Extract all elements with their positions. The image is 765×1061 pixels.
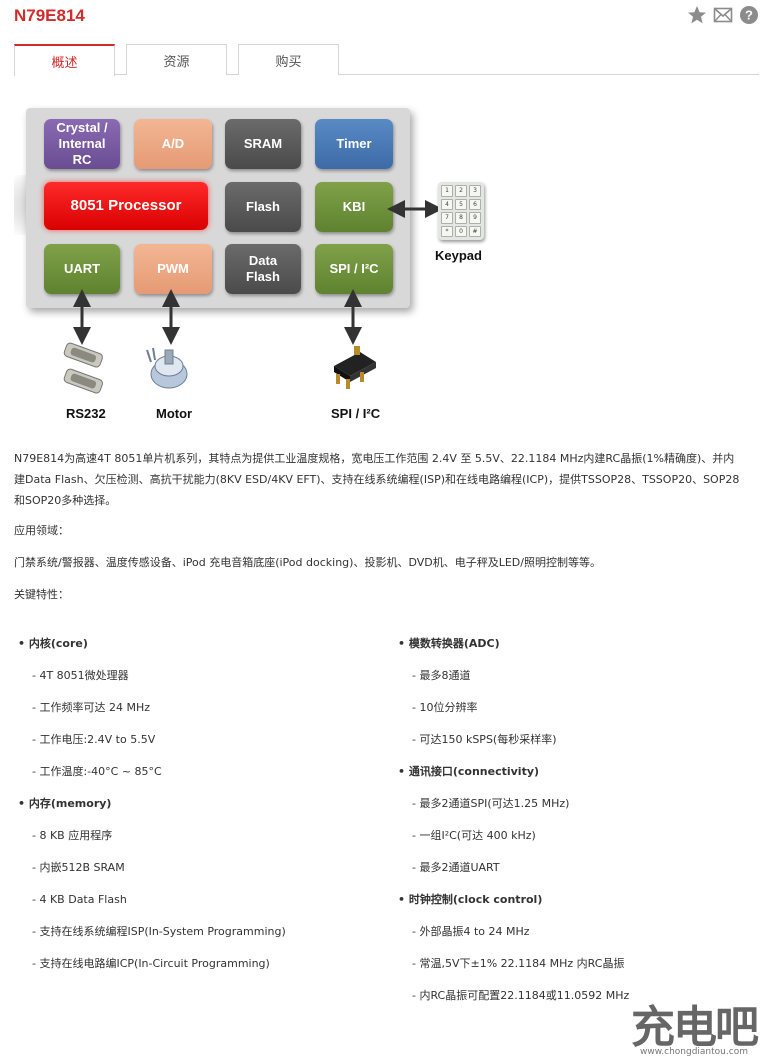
keypad-key: 5 (455, 198, 467, 210)
tab-overview[interactable]: 概述 (14, 44, 115, 76)
block-diagram: Crystal / Internal RC A/D SRAM Timer 805… (0, 100, 520, 430)
keypad-key: 4 (441, 198, 453, 210)
keypad-key: 7 (441, 212, 453, 224)
block-crystal: Crystal / Internal RC (44, 119, 120, 169)
block-pwm: PWM (134, 244, 212, 294)
feature-item: - 工作频率可达 24 MHz (32, 701, 150, 714)
block-uart: UART (44, 244, 120, 294)
feature-group-heading: • 时钟控制(clock control) (398, 893, 543, 906)
feature-item: - 一组I²C(可达 400 kHz) (412, 829, 536, 842)
feature-item: - 内嵌512B SRAM (32, 861, 125, 874)
help-icon[interactable]: ? (739, 5, 759, 25)
page-title: N79E814 (14, 6, 85, 25)
spi-i2c-label: SPI / I²C (331, 406, 381, 421)
applications-text: 门禁系统/警报器、温度传感设备、iPod 充电音箱底座(iPod docking… (14, 556, 601, 569)
feature-item: - 内RC晶振可配置22.1184或11.0592 MHz (412, 989, 630, 1002)
block-flash: Flash (225, 182, 301, 232)
feature-group-heading: • 通讯接口(connectivity) (398, 765, 540, 778)
block-timer: Timer (315, 119, 393, 169)
connector-arrows (73, 200, 443, 345)
block-kbi: KBI (315, 182, 393, 232)
tab-purchase[interactable]: 购买 (238, 44, 339, 75)
rs232-label: RS232 (66, 406, 106, 421)
feature-item: - 可达150 kSPS(每秒采样率) (412, 733, 557, 746)
page-header: N79E814 ? (0, 0, 765, 36)
feature-item: - 最多2通道SPI(可达1.25 MHz) (412, 797, 570, 810)
mail-icon[interactable] (713, 5, 733, 25)
motor-icon (146, 347, 188, 389)
feature-item: - 4 KB Data Flash (32, 893, 127, 906)
feature-item: - 工作温度:-40°C ~ 85°C (32, 765, 162, 778)
features-right-column: • 模数转换器(ADC) - 最多8通道 - 10位分辨率 - 可达150 kSPS(… (398, 631, 629, 1015)
feature-group-heading: • 内核(core) (18, 637, 88, 650)
feature-group-heading: • 内存(memory) (18, 797, 112, 810)
watermark-text: 充电吧 (631, 1003, 759, 1052)
applications-heading: 应用领域： (14, 524, 69, 537)
keypad-label: Keypad (435, 248, 482, 263)
star-icon[interactable] (687, 5, 707, 25)
product-description: N79E814为高速4T 8051单片机系列，其特点为提供工业温度规格，宽电压工… (14, 452, 740, 507)
feature-group-heading: • 模数转换器(ADC) (398, 637, 500, 650)
keypad-key: 3 (469, 185, 481, 197)
ic-chip-icon (334, 346, 376, 389)
block-ad: A/D (134, 119, 212, 169)
feature-item: - 4T 8051微处理器 (32, 669, 129, 682)
keypad-key: 2 (455, 185, 467, 197)
keypad-key: * (441, 225, 453, 237)
feature-item: - 外部晶振4 to 24 MHz (412, 925, 530, 938)
keypad-key: # (469, 225, 481, 237)
feature-item: - 10位分辨率 (412, 701, 478, 714)
keypad-key: 1 (441, 185, 453, 197)
rs232-connector-icon (63, 342, 103, 394)
watermark-url: www.chongdiantou.com (640, 1047, 748, 1057)
block-processor: 8051 Processor (44, 182, 208, 230)
tab-bar: 概述 资源 购买 (14, 44, 759, 76)
features-left-column: • 内核(core) - 4T 8051微处理器 - 工作频率可达 24 MHz - … (18, 631, 286, 983)
features-heading: 关键特性： (14, 588, 69, 601)
header-actions: ? (687, 5, 759, 25)
keypad-key: 0 (455, 225, 467, 237)
block-data-flash: Data Flash (225, 244, 301, 294)
svg-text:?: ? (745, 8, 753, 23)
feature-item: - 支持在线系统编程ISP(In-System Programming) (32, 925, 286, 938)
block-sram: SRAM (225, 119, 301, 169)
motor-label: Motor (156, 406, 193, 421)
feature-item: - 常温,5V下±1% 22.1184 MHz 内RC晶振 (412, 957, 625, 970)
feature-item: - 最多8通道 (412, 669, 471, 682)
feature-item: - 工作电压:2.4V to 5.5V (32, 733, 156, 746)
feature-item: - 8 KB 应用程序 (32, 829, 113, 842)
keypad-key: 6 (469, 198, 481, 210)
block-spi-i2c: SPI / I²C (315, 244, 393, 294)
feature-item: - 支持在线电路编ICP(In-Circuit Programming) (32, 957, 270, 970)
keypad-key: 8 (455, 212, 467, 224)
feature-item: - 最多2通道UART (412, 861, 500, 874)
keypad-key: 9 (469, 212, 481, 224)
tab-resources[interactable]: 资源 (126, 44, 227, 75)
watermark-logo: 充电吧 www.chongdiantou.com (631, 1003, 759, 1058)
